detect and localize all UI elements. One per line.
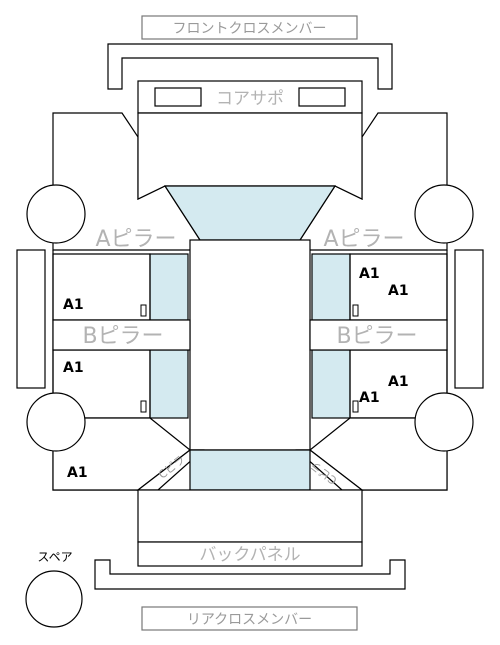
back-panel-label: バックパネル [199, 545, 300, 565]
front-cross-member-label: フロントクロスメンバー [173, 21, 327, 37]
rear-cross-member[interactable] [94, 559, 406, 631]
damage-mark: A1 [388, 374, 409, 390]
left-side-sill[interactable] [16, 249, 46, 389]
wheel-rear-right[interactable] [414, 392, 474, 452]
rear-cross-member-label: リアクロスメンバー [187, 612, 312, 628]
a-pillar-left-label: Aピラー [95, 227, 176, 252]
front-cross-member[interactable] [107, 15, 393, 90]
wheel-rear-left[interactable] [26, 392, 86, 452]
door-handle-lf [140, 304, 147, 317]
b-pillar-right-label: Bピラー [336, 324, 417, 349]
wheel-front-right[interactable] [414, 184, 474, 244]
roof[interactable] [189, 239, 311, 451]
damage-mark: A1 [67, 465, 88, 481]
spare-tire[interactable] [25, 570, 83, 628]
damage-mark: A1 [359, 266, 380, 282]
trunk-lid[interactable] [137, 489, 363, 543]
damage-mark: A1 [63, 360, 84, 376]
damage-mark: A1 [63, 297, 84, 313]
right-rear-window[interactable] [311, 349, 351, 419]
spare-label: スペア [37, 550, 72, 564]
left-front-window[interactable] [149, 253, 189, 321]
right-front-window[interactable] [311, 253, 351, 321]
wheel-front-left[interactable] [26, 184, 86, 244]
door-handle-rr [352, 400, 359, 413]
door-handle-rf [352, 304, 359, 317]
left-rear-window[interactable] [149, 349, 189, 419]
door-handle-lr [140, 400, 147, 413]
core-support-label: コアサポ [216, 89, 284, 109]
b-pillar-left[interactable] [52, 319, 191, 351]
b-pillar-right[interactable] [309, 319, 448, 351]
a-pillar-right-label: Aピラー [323, 227, 404, 252]
b-pillar-left-label: Bピラー [82, 324, 163, 349]
rear-window[interactable] [189, 449, 311, 491]
damage-mark: A1 [359, 390, 380, 406]
right-side-sill[interactable] [454, 249, 484, 389]
core-support[interactable] [137, 80, 363, 114]
damage-mark: A1 [388, 283, 409, 299]
back-panel[interactable] [137, 541, 363, 567]
